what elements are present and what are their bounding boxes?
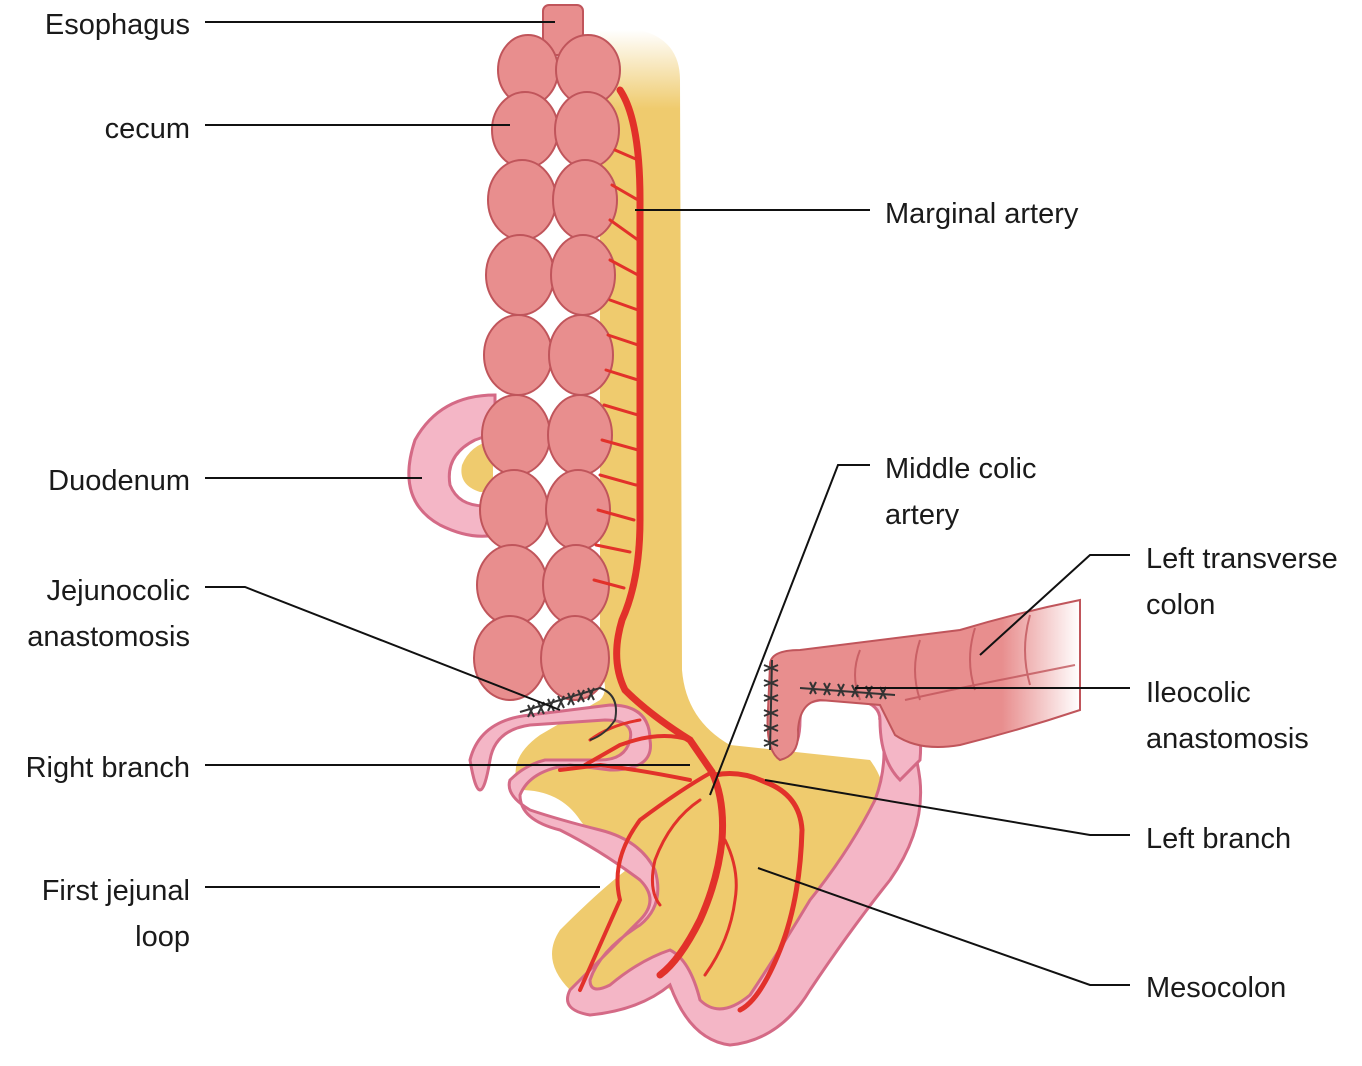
label-first-jejunal-line1: First jejunal [42,868,190,914]
label-left-branch: Left branch [1146,816,1291,862]
label-ileocolic-anastomosis: Ileocolic anastomosis [1146,670,1309,762]
label-marginal-artery: Marginal artery [885,191,1078,237]
label-ileocolic-line2: anastomosis [1146,716,1309,762]
left-transverse-colon [768,600,1081,760]
label-jejunocolic-line2: anastomosis [27,614,190,660]
label-first-jejunal-line2: loop [42,914,190,960]
label-left-transverse-colon: Left transverse colon [1146,536,1338,628]
label-duodenum: Duodenum [48,458,190,504]
label-first-jejunal-loop: First jejunal loop [42,868,190,960]
label-middle-colic-artery: Middle colic artery [885,446,1037,538]
label-middle-colic-line1: Middle colic [885,446,1037,492]
label-esophagus: Esophagus [45,2,190,48]
label-cecum: cecum [105,106,190,152]
label-jejunocolic-line1: Jejunocolic [27,568,190,614]
colon-haustra [474,35,620,700]
label-jejunocolic-anastomosis: Jejunocolic anastomosis [27,568,190,660]
label-middle-colic-line2: artery [885,492,1037,538]
label-left-transverse-line1: Left transverse [1146,536,1338,582]
label-right-branch: Right branch [26,745,190,791]
label-ileocolic-line1: Ileocolic [1146,670,1309,716]
label-left-transverse-line2: colon [1146,582,1338,628]
label-mesocolon: Mesocolon [1146,965,1286,1011]
